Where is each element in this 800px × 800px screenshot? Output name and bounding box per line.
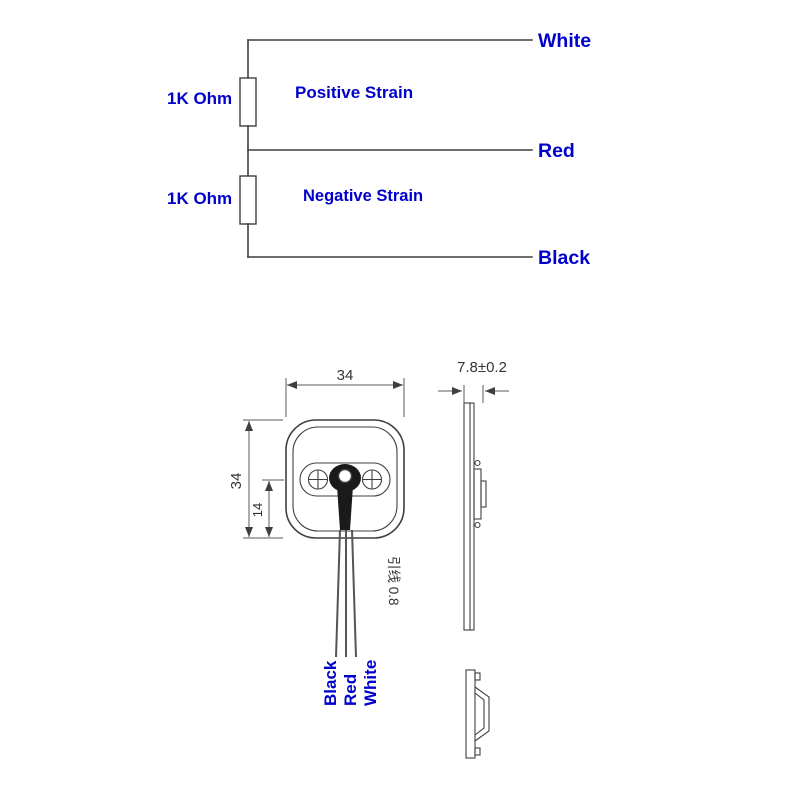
dim-thickness-value: 7.8±0.2 xyxy=(457,359,507,376)
end-plate xyxy=(465,669,476,759)
screw-right xyxy=(361,469,383,490)
resistor-2-value: 1K Ohm xyxy=(167,189,232,208)
resistor-1 xyxy=(239,77,257,127)
wire-label-black: Black xyxy=(538,247,590,269)
resistor-2 xyxy=(239,175,257,225)
front-view: 34 34 14 引线 0.8 Black Red White xyxy=(228,367,405,706)
positive-strain-label: Positive Strain xyxy=(295,83,413,102)
circuit-schematic: White 1K Ohm Positive Strain Red 1K Ohm … xyxy=(167,30,591,269)
side-view: 7.8±0.2 xyxy=(438,359,509,631)
dim-offset-value: 14 xyxy=(250,503,265,517)
end-hat-profile xyxy=(474,686,490,742)
lead-wires xyxy=(335,529,357,658)
dimension-thickness xyxy=(438,385,509,403)
wire-color-black: Black xyxy=(321,660,340,706)
wire-label-white: White xyxy=(538,30,591,52)
wire-label-red: Red xyxy=(538,140,575,162)
lead-note: 引线 0.8 xyxy=(386,556,401,606)
end-hat-inner xyxy=(474,692,485,736)
wire-color-red: Red xyxy=(341,674,360,706)
end-view xyxy=(465,669,490,759)
dimension-width: 34 xyxy=(285,367,405,417)
resistor-1-value: 1K Ohm xyxy=(167,89,232,108)
wire-color-white: White xyxy=(361,660,380,706)
side-gauge-mount xyxy=(473,459,487,529)
wire-exit-grommet xyxy=(337,486,353,530)
negative-strain-label: Negative Strain xyxy=(303,187,423,205)
end-tab-top xyxy=(474,672,481,681)
end-tab-bottom xyxy=(474,747,481,756)
center-hole xyxy=(337,468,353,484)
dim-width-value: 34 xyxy=(337,367,354,384)
dim-height-value: 34 xyxy=(228,473,245,490)
dimension-offset: 14 xyxy=(250,479,284,537)
side-plate xyxy=(463,402,475,631)
dimension-height: 34 xyxy=(228,419,283,539)
screw-left xyxy=(307,469,329,490)
